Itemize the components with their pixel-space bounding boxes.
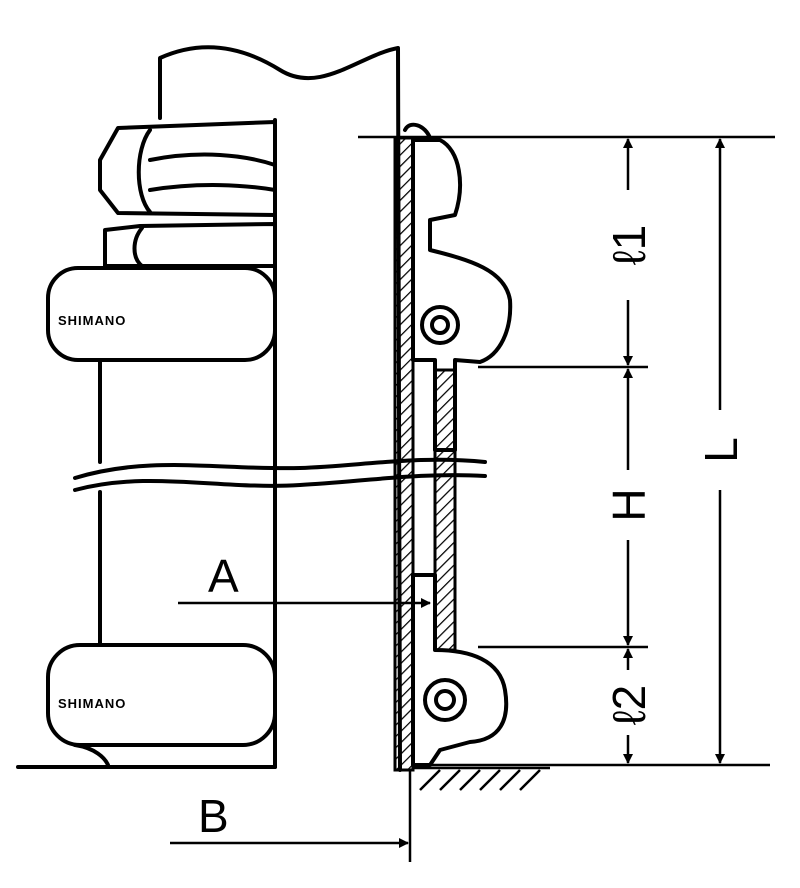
label-l2: ℓ2 xyxy=(603,685,655,725)
dimension-l2: ℓ2 xyxy=(603,648,655,764)
headset-cross-section xyxy=(393,122,513,772)
label-a: A xyxy=(208,550,239,602)
label-l: L xyxy=(695,437,747,463)
extension-lines xyxy=(358,135,775,862)
washer xyxy=(103,222,277,268)
bottom-race-cup: SHIMANO xyxy=(46,643,277,767)
shimano-logo-bottom: SHIMANO xyxy=(58,696,126,711)
label-h: H xyxy=(603,488,655,521)
dimension-l: L xyxy=(695,138,747,764)
label-l1: ℓ1 xyxy=(603,225,655,265)
dimension-h: H xyxy=(603,368,655,646)
shimano-logo-top: SHIMANO xyxy=(58,313,126,328)
top-race-cup: SHIMANO xyxy=(46,266,277,362)
lock-nut xyxy=(98,120,277,217)
dimension-a: A xyxy=(178,550,431,608)
label-b: B xyxy=(198,790,229,842)
dimension-l1: ℓ1 xyxy=(603,138,655,366)
head-tube xyxy=(73,360,487,645)
dimension-b: B xyxy=(170,790,409,848)
ground-hatch xyxy=(413,766,550,791)
